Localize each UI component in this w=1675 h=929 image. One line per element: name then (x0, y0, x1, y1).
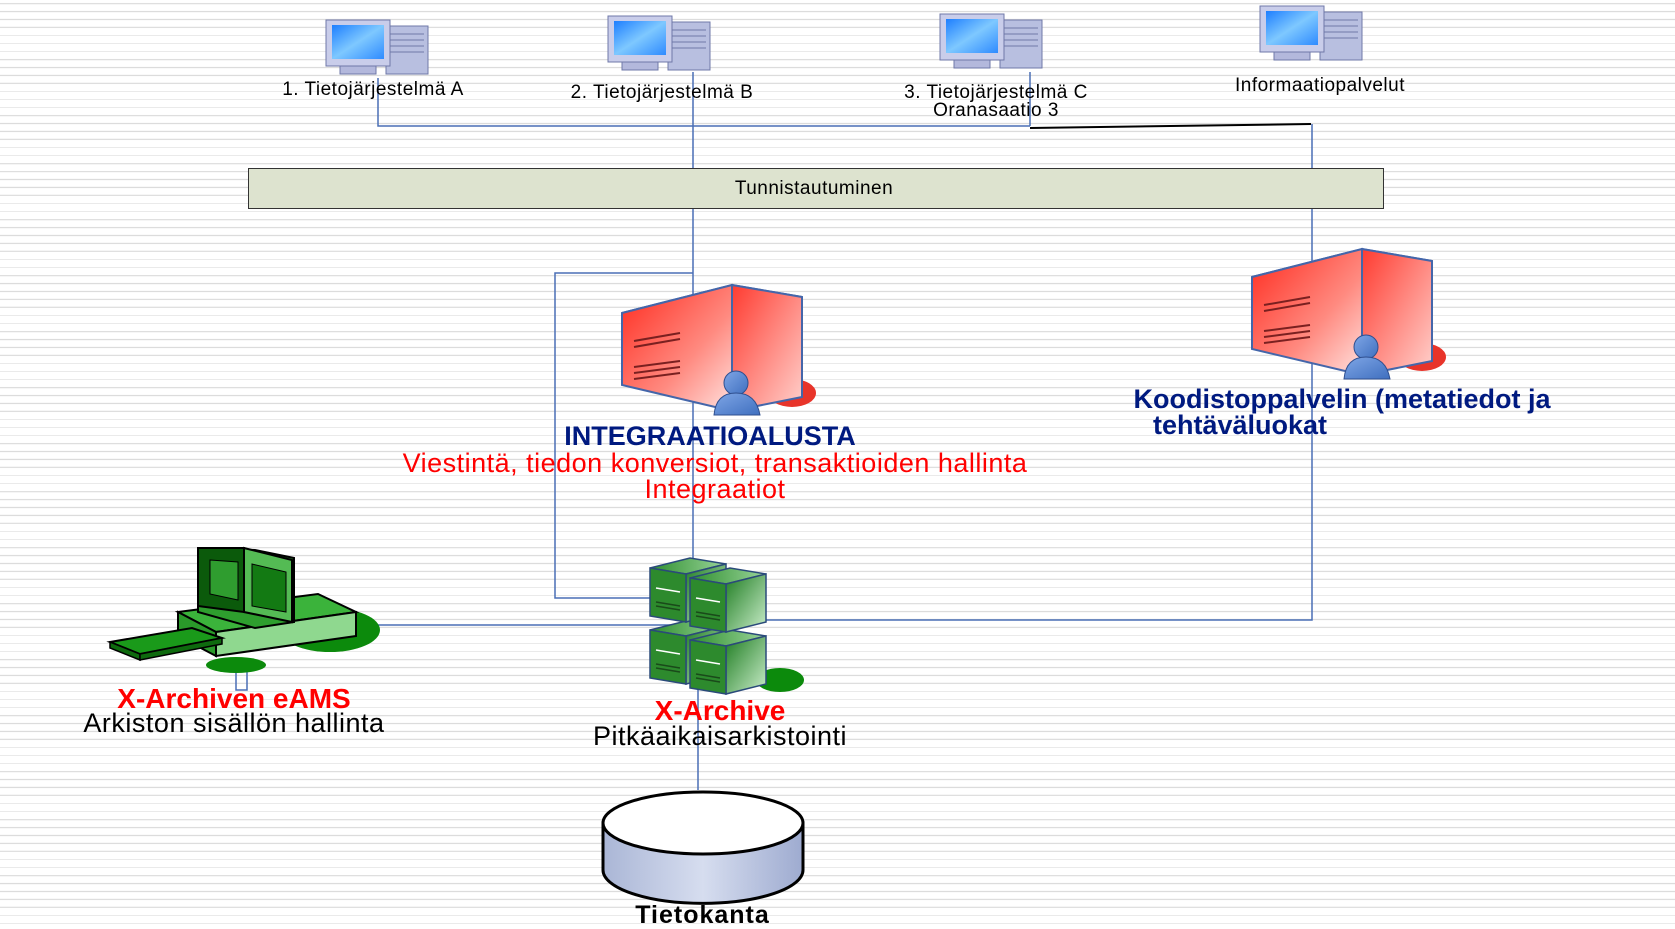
eams-title: X-Archiven eAMS (117, 683, 351, 714)
client-b-computer-icon (607, 15, 711, 71)
authentication-bar: Tunnistautuminen (248, 168, 1384, 209)
client-c-computer-icon (939, 13, 1043, 69)
database-cylinder-icon (601, 790, 805, 905)
connector-integration-loop (554, 272, 693, 599)
info-services-label: Informaatiopalvelut (1234, 75, 1406, 96)
archive-title: X-Archive (654, 695, 786, 726)
integration-subtitle: Integraatiot (644, 474, 786, 504)
authentication-label: Tunnistautuminen (734, 178, 894, 199)
client-a-computer-icon (325, 19, 429, 75)
client-b-label: 2. Tietojärjestelmä B (570, 82, 754, 103)
eams-subtitle: Arkiston sisällön hallinta (83, 708, 385, 738)
integration-server-icon (621, 284, 817, 416)
eams-workstation-icon (106, 546, 380, 673)
code-service-server-icon (1251, 248, 1447, 380)
connector-eams-base (235, 660, 248, 691)
archive-subtitle: Pitkäaikaisarkistointi (592, 721, 848, 751)
client-c-sublabel: Oranasaatio 3 (933, 100, 1059, 121)
integration-description: Viestintä, tiedon konversiot, transaktio… (402, 448, 1028, 478)
code-service-title: Koodistoppalvelin (metatiedot ja (1133, 384, 1551, 414)
connector-client-a (377, 78, 1030, 127)
integration-title: INTEGRAATIOALUSTA (564, 421, 856, 451)
connector-client-c-info (1029, 123, 1312, 129)
info-services-computer-icon (1259, 5, 1363, 61)
database-label: Tietokanta (635, 901, 770, 929)
client-c-label: 3. Tietojärjestelmä C (904, 82, 1088, 103)
code-service-subtitle: tehtäväluokat (1152, 410, 1328, 440)
client-a-label: 1. Tietojärjestelmä A (282, 79, 464, 100)
archive-cluster-icon (649, 557, 804, 695)
